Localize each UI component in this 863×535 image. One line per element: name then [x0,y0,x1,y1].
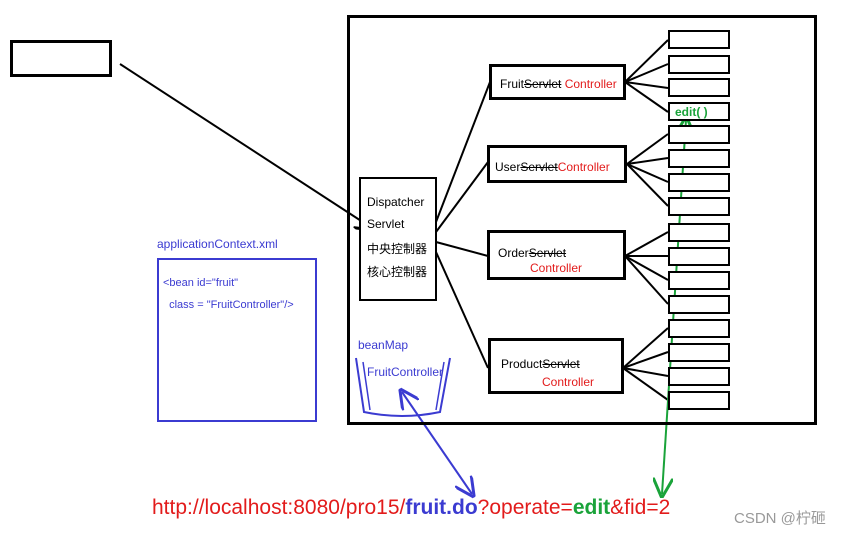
controller-struck: Servlet [542,357,580,371]
method-box [668,271,730,290]
controller-struck: Servlet [520,160,558,174]
request-url: http://localhost:8080/pro15/fruit.do?ope… [152,496,670,520]
method-box [668,173,730,192]
controller-struck: Servlet [524,77,562,91]
beanmap-bucket [355,357,451,417]
method-box [668,223,730,242]
controller-suffix: Controller [530,261,583,275]
controller-suffix: Controller [561,77,617,91]
method-box [668,295,730,314]
app-context-title: applicationContext.xml [157,237,278,251]
method-box [668,55,730,74]
beanmap-link-arrow [402,392,472,494]
client-box [10,40,112,77]
controller-suffix: Controller [557,160,610,174]
dispatcher-servlet-box: Dispatcher Servlet 中央控制器 核心控制器 [359,177,437,301]
url-part3: ?operate= [477,496,573,519]
method-box [668,391,730,410]
controller-suffix: Controller [542,375,595,389]
url-part4: edit [572,496,611,519]
method-box [668,78,730,97]
server-container [347,15,817,425]
order-controller-box: OrderServlet Controller [487,230,626,280]
method-box [668,197,730,216]
controller-prefix: User [495,160,521,174]
dispatcher-line2: Servlet [367,217,405,231]
method-box-edit: edit( ) [668,102,730,121]
request-arrow [119,63,372,228]
method-box [668,149,730,168]
dispatcher-line3: 中央控制器 [367,242,428,256]
method-box [668,343,730,362]
method-box [668,125,730,144]
fruit-controller-box: FruitServlet Controller [489,64,626,100]
url-part1: http://localhost:8080/pro15/ [152,496,406,519]
user-controller-box: UserServletController [487,145,627,183]
method-box [668,30,730,49]
watermark: CSDN @柠砸 [734,510,826,527]
url-part5: &fid=2 [610,496,671,519]
edit-method-label: edit( ) [675,105,708,119]
method-box [668,319,730,338]
method-box [668,247,730,266]
app-context-box: <bean id="fruit" class = "FruitControlle… [157,258,317,422]
dispatcher-line4: 核心控制器 [367,265,428,279]
app-context-line2: class = "FruitController"/> [163,299,294,311]
method-box [668,367,730,386]
product-controller-box: ProductServlet Controller [488,338,624,394]
beanmap-title: beanMap [358,338,409,352]
controller-prefix: Fruit [500,77,524,91]
controller-prefix: Order [498,246,529,260]
app-context-line1: <bean id="fruit" [163,277,239,289]
dispatcher-line1: Dispatcher [367,195,425,209]
controller-struck: Servlet [528,246,567,260]
beanmap-item: FruitController [367,365,444,379]
url-part2: fruit.do [405,496,478,519]
controller-prefix: Product [501,357,543,371]
